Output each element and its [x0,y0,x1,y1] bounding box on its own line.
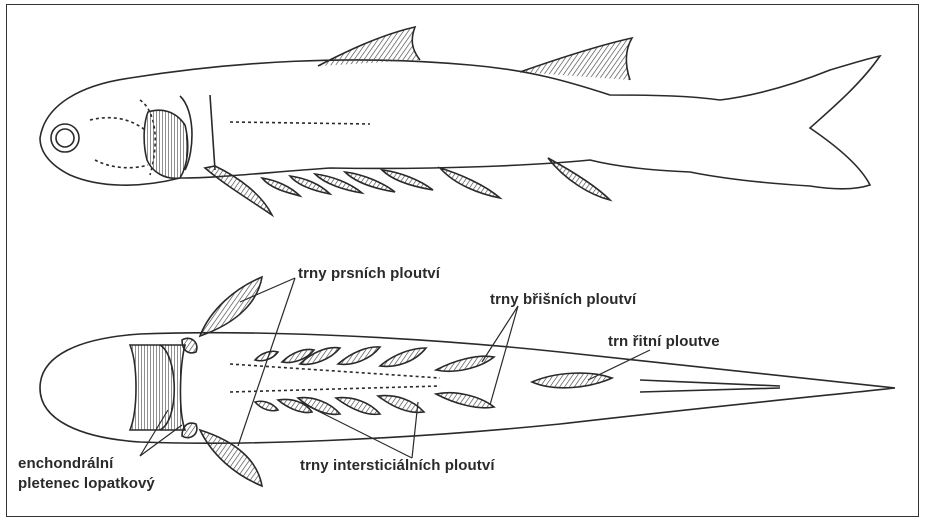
side-inter-spine-5 [382,170,433,190]
side-dorsal-fin-1 [318,27,420,66]
label-pectoral-spines: trny prsních ploutví [298,265,440,282]
ventral-shoulder-girdle [130,345,185,430]
side-view-fish [40,27,880,215]
ventral-anal-spine [532,373,612,388]
side-pelvic-spine [440,168,500,198]
ventral-view-fish [40,277,895,486]
label-pelvic-spines: trny břišních ploutví [490,291,636,308]
ventral-pectoral-spine-upper [200,277,262,336]
ventral-pelvic-spine-lower [436,393,494,408]
label-intermediate-spines: trny intersticiálních ploutví [300,457,495,474]
ventral-pelvic-spine-upper [436,356,494,371]
side-dorsal-fin-2 [520,38,632,80]
side-anal-spine [548,158,610,200]
side-shoulder-girdle [144,110,188,178]
ventral-pectoral-spine-lower [200,430,262,486]
label-girdle-line2: pletenec lopatkový [18,475,155,492]
label-anal-spine: trn řitní ploutve [608,333,720,350]
label-girdle-line1: enchondrální [18,455,113,472]
